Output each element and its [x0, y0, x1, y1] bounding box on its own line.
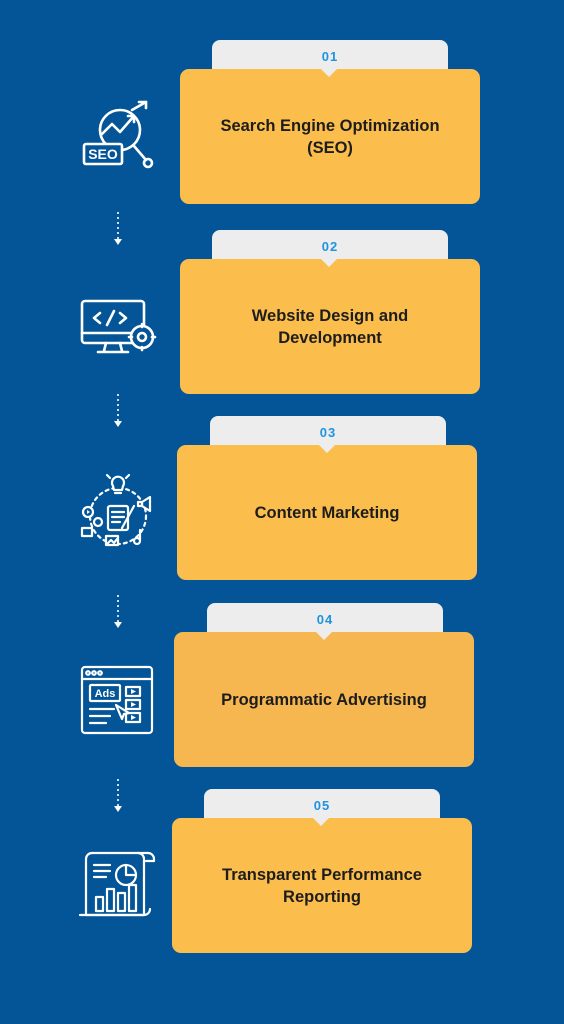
- code-monitor-icon: [80, 299, 157, 354]
- step-number: 01: [321, 49, 339, 64]
- step-05: 05 Transparent Performance Reporting: [0, 789, 564, 964]
- flow-connector: [114, 595, 122, 628]
- report-chart-icon: [78, 851, 156, 917]
- tab-notch: [320, 68, 338, 77]
- tab-notch: [320, 258, 338, 267]
- step-02: 02 Website Design and Development: [0, 230, 564, 405]
- step-title: Search Engine Optimization (SEO): [220, 116, 440, 157]
- step-04: 04 Programmatic Advertising Ads: [0, 603, 564, 778]
- flow-connector: [114, 212, 122, 245]
- step-01: 01 Search Engine Optimization (SEO) SEO: [0, 40, 564, 215]
- ads-browser-icon: Ads: [80, 665, 154, 735]
- tab-notch: [315, 631, 333, 640]
- flow-connector: [114, 779, 122, 812]
- tab-notch: [318, 444, 336, 453]
- ads-icon-text: Ads: [95, 688, 116, 700]
- step-title: Content Marketing: [254, 503, 400, 522]
- step-card: Search Engine Optimization (SEO): [180, 68, 480, 204]
- content-marketing-icon: [80, 473, 152, 547]
- step-number: 02: [321, 239, 339, 254]
- step-number: 05: [313, 798, 331, 813]
- flow-connector: [114, 394, 122, 427]
- seo-icon-text: SEO: [88, 146, 118, 162]
- step-card: Website Design and Development: [180, 258, 480, 394]
- seo-icon: SEO: [82, 100, 154, 169]
- step-card: Programmatic Advertising: [174, 631, 474, 767]
- step-card: Content Marketing: [177, 444, 477, 580]
- step-number: 04: [316, 612, 334, 627]
- step-card: Transparent Performance Reporting: [172, 817, 472, 953]
- step-03: 03 Content Marketing: [0, 416, 564, 591]
- step-title: Website Design and Development: [251, 306, 409, 347]
- step-title: Programmatic Advertising: [221, 690, 427, 709]
- step-title: Transparent Performance Reporting: [222, 865, 422, 906]
- tab-notch: [312, 817, 330, 826]
- step-number: 03: [319, 425, 337, 440]
